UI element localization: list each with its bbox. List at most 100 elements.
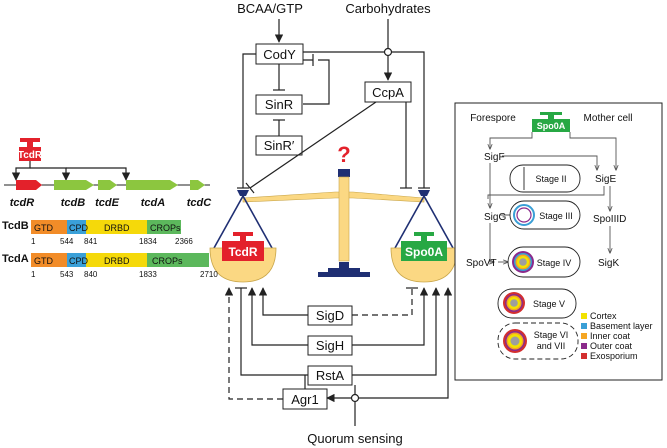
legend-label-inner-coat: Inner coat [590, 331, 631, 341]
sige-to-sigg-line [487, 186, 605, 199]
tcdr-loop-to-tcdr [11, 161, 31, 181]
cody-label: CodY [263, 47, 296, 62]
left-cord-r [242, 195, 273, 249]
left-hanger-top [237, 190, 249, 196]
stage-iii-forespore-inner [516, 207, 532, 223]
spo0a-to-sigf [490, 132, 533, 149]
left-cord-l [213, 195, 244, 249]
spo0a-weight-label: Spo0A [405, 245, 443, 259]
carbohydrate-to-spo0a-line [392, 51, 425, 188]
tcda-cpd [67, 253, 86, 267]
rsta-to-spo0a-arrow [352, 287, 441, 376]
tcdb-crops [147, 220, 181, 234]
sige-label: SigE [595, 174, 616, 185]
locus-tcdr-cap [20, 138, 40, 142]
stage-iv-label: Stage IV [537, 258, 572, 268]
tcdb-gtd-label: GTD [34, 223, 53, 233]
sigd-to-spo0a-dash [352, 288, 413, 316]
ccpa-to-tcdr-line [249, 101, 377, 189]
gene-tcda-arrow [126, 180, 178, 190]
cody-to-tcdr-line [242, 53, 256, 188]
tcda-pos-2: 543 [60, 270, 74, 279]
locus-tcdr-neck [27, 142, 33, 147]
stage-vi-label: Stage VI [534, 330, 569, 340]
layer-legend: Cortex Basement layer Inner coat Outer c… [581, 311, 653, 361]
stage-vii-label: and VII [537, 341, 566, 351]
sigk-label: SigK [598, 258, 619, 269]
paloc-locus: TcdR tcdR tcdB tcdE tcdA tcdC [4, 138, 212, 209]
tcdr-weight-cap [233, 232, 253, 236]
sigd-label: SigD [316, 308, 344, 323]
rsta-label: RstA [316, 368, 345, 383]
carbohydrates-label: Carbohydrates [345, 1, 431, 16]
tcda-pos-3: 840 [84, 270, 98, 279]
ccpa-tcdr-bar [245, 182, 255, 194]
gene-tcde-arrow [98, 180, 117, 190]
quorum-sensing-label: Quorum sensing [307, 431, 402, 446]
tcdr-loop-to-tcda [66, 167, 131, 181]
sigh-label: SigH [316, 338, 344, 353]
stage-iii-label: Stage III [539, 211, 573, 221]
bcaa-gtp-label: BCAA/GTP [237, 1, 303, 16]
balance-scale: ? TcdR Spo0A [209, 142, 458, 283]
tcda-gtd-label: GTD [34, 256, 53, 266]
stage-vi-core [510, 336, 520, 346]
spo0a-weight-cap [414, 232, 434, 236]
gene-tcda-label: tcdA [141, 197, 166, 209]
sigf-to-sige [502, 155, 597, 170]
ccpa-box [364, 81, 412, 103]
gene-tcdr-arrow [16, 180, 42, 190]
sinr-cody-feedback [303, 59, 330, 105]
locus-tcdr-weight [19, 147, 41, 161]
sigf-label: SigF [484, 152, 505, 163]
spoiiid-label: SpoIIID [593, 214, 626, 225]
tcda-pos-4: 1833 [139, 270, 157, 279]
tcdb-gtd [31, 220, 67, 234]
balance-base-top [328, 268, 360, 272]
locus-tcdr-label: TcdR [18, 150, 43, 161]
forespore-label: Forespore [470, 113, 516, 124]
tcdb-pos-4: 1834 [139, 237, 157, 246]
tcda-pos-1: 1 [31, 270, 36, 279]
tcdr-weight [222, 241, 264, 261]
legend-swatch-outer-coat [581, 343, 587, 349]
mother-cell-label: Mother cell [584, 113, 633, 124]
sigd-to-tcdr-arrow [258, 287, 308, 316]
quorum-junction [350, 393, 360, 403]
right-cord-r [423, 195, 454, 249]
tcda-drbd [86, 253, 147, 267]
tcdb-name: TcdB [2, 220, 29, 232]
stage-v-label: Stage V [533, 299, 565, 309]
tcdb-drbd-label: DRBD [104, 223, 130, 233]
tcda-name: TcdA [2, 253, 29, 265]
tcdb-drbd [86, 220, 147, 234]
gene-tcdc-arrow [190, 180, 205, 190]
spo0a-to-sige [569, 132, 616, 170]
tcdb-crops-label: CROPs [150, 223, 181, 233]
legend-swatch-cortex [581, 313, 587, 319]
tcda-domains: TcdA GTD CPD DRBD CROPs 1 543 840 1833 2… [2, 253, 218, 279]
question-mark: ? [337, 142, 350, 167]
tcdb-pos-2: 544 [60, 237, 74, 246]
tcdb-pos-5: 2366 [175, 237, 193, 246]
gene-tcdb-label: tcdB [61, 197, 86, 209]
gene-tcdc-label: tcdC [187, 197, 213, 209]
tcda-crops-label: CROPs [152, 256, 183, 266]
stage-ii-label: Stage II [535, 174, 566, 184]
carbohydrate-junction [383, 47, 393, 57]
tcdr-weight-neck [240, 236, 246, 241]
gene-tcdr-label: tcdR [10, 197, 35, 209]
agr1-label: Agr1 [291, 392, 318, 407]
balance-pillar [338, 176, 350, 262]
tcda-drbd-label: DRBD [104, 256, 130, 266]
sigg-label: SigG [484, 212, 506, 223]
sigg-to-spovt [490, 223, 494, 262]
sigh-to-spo0a-arrow [352, 287, 429, 346]
legend-label-exosporium: Exosporium [590, 351, 638, 361]
right-cord-l [394, 195, 425, 249]
legend-label-outer-coat: Outer coat [590, 341, 633, 351]
tcdr-weight-label: TcdR [228, 245, 257, 259]
tcdr-loop-to-tcdb [30, 167, 71, 181]
tcdb-domains: TcdB GTD CPD DRBD CROPs 1 544 841 1834 2… [2, 220, 193, 246]
